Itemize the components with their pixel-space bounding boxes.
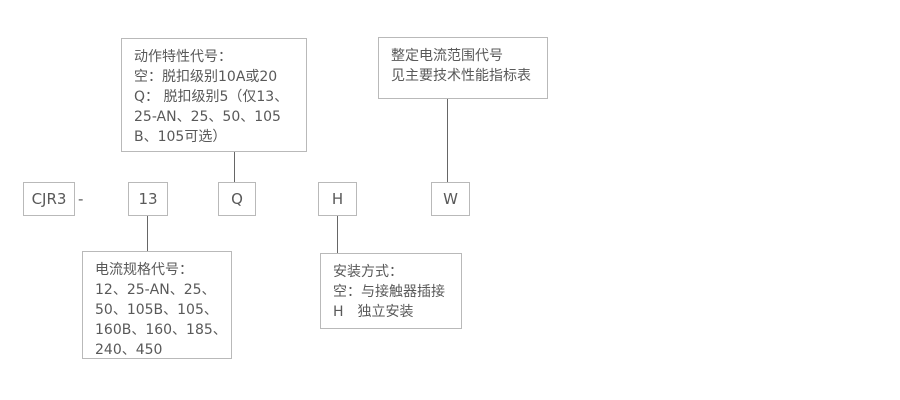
code-current-spec-label: 13 <box>138 190 158 208</box>
callout-line: 见主要技术性能指标表 <box>391 68 531 84</box>
callout-line: 安装方式： <box>333 264 403 280</box>
callout-line: 整定电流范围代号 <box>391 48 503 64</box>
callout-line: Q： 脱扣级别5（仅13、 <box>134 89 289 105</box>
callout-line: 50、105B、105、 <box>95 302 218 318</box>
code-action-characteristic-label: Q <box>231 190 243 208</box>
callout-line: 动作特性代号： <box>134 49 232 65</box>
callout-current-range: 整定电流范围代号 见主要技术性能指标表 <box>378 37 548 99</box>
connector-current-range <box>447 99 448 182</box>
callout-line: 空：脱扣级别10A或20 <box>134 69 278 85</box>
callout-line: 12、25-AN、25、 <box>95 282 216 298</box>
separator-dash: - <box>78 190 84 208</box>
callout-line: H 独立安装 <box>333 304 414 320</box>
callout-line: 空：与接触器插接 <box>333 284 445 300</box>
callout-line: 25-AN、25、50、105 <box>134 109 281 125</box>
callout-line: B、105可选） <box>134 129 227 145</box>
code-box-prefix: CJR3 <box>23 182 75 216</box>
connector-action-characteristic <box>234 152 235 182</box>
callout-mounting: 安装方式： 空：与接触器插接 H 独立安装 <box>320 253 462 329</box>
code-separator: - <box>78 182 83 216</box>
code-box-current-range: W <box>431 182 470 216</box>
code-prefix-label: CJR3 <box>31 190 67 208</box>
callout-line: 240、450 <box>95 342 163 358</box>
code-mounting-label: H <box>331 190 344 208</box>
connector-current-spec <box>147 216 148 251</box>
code-box-action-characteristic: Q <box>218 182 256 216</box>
code-box-mounting: H <box>318 182 357 216</box>
code-current-range-label: W <box>443 190 458 208</box>
code-box-current-spec: 13 <box>128 182 168 216</box>
callout-line: 160B、160、185、 <box>95 322 227 338</box>
callout-action-characteristic: 动作特性代号： 空：脱扣级别10A或20 Q： 脱扣级别5（仅13、 25-AN… <box>121 38 307 152</box>
callout-current-spec: 电流规格代号： 12、25-AN、25、 50、105B、105、 160B、1… <box>82 251 232 359</box>
connector-mounting <box>337 216 338 253</box>
callout-line: 电流规格代号： <box>95 262 193 278</box>
